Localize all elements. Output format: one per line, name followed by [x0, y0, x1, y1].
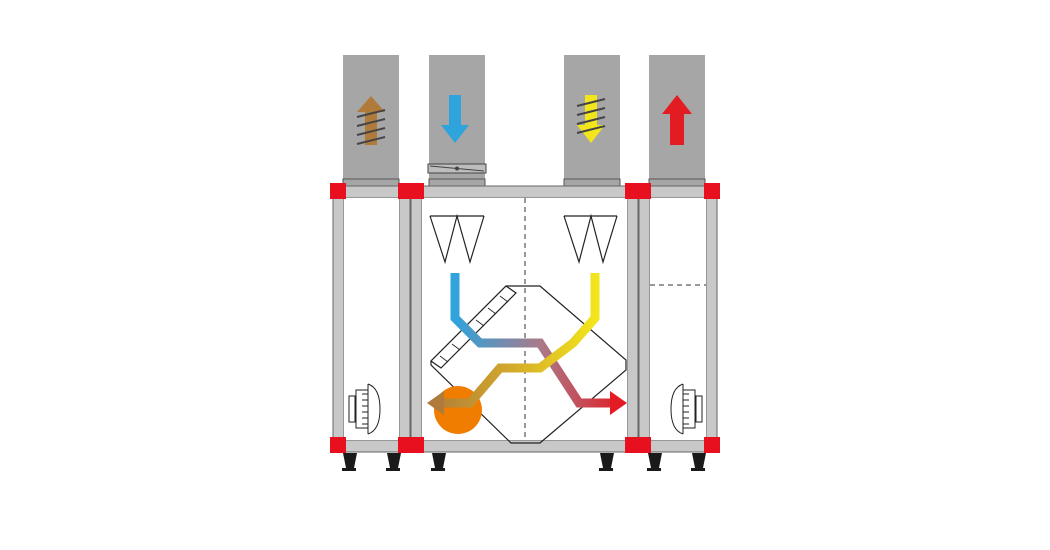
duct-exhaust	[342, 55, 400, 187]
coil-icon	[356, 109, 386, 145]
flow-outdoor-to-supply	[450, 273, 627, 415]
coil-icon	[576, 98, 606, 134]
filter-left-icon	[429, 213, 485, 265]
corner-blocks	[330, 183, 720, 453]
fan-left-icon	[348, 383, 381, 435]
duct-extract	[563, 55, 621, 187]
duct-outdoor	[427, 55, 487, 187]
unit-feet	[342, 453, 706, 471]
arrow-down-blue-icon	[441, 95, 469, 143]
damper-icon	[427, 163, 487, 174]
heat-exchanger	[430, 285, 627, 444]
flow-extract-to-exhaust	[427, 273, 600, 415]
filter-right-icon	[563, 213, 618, 265]
duct-supply	[648, 55, 706, 187]
unit-casing	[332, 185, 718, 453]
arrow-up-red-icon	[662, 95, 692, 145]
arrow-up-brown-icon	[357, 96, 385, 145]
fan-right-icon	[670, 383, 703, 435]
